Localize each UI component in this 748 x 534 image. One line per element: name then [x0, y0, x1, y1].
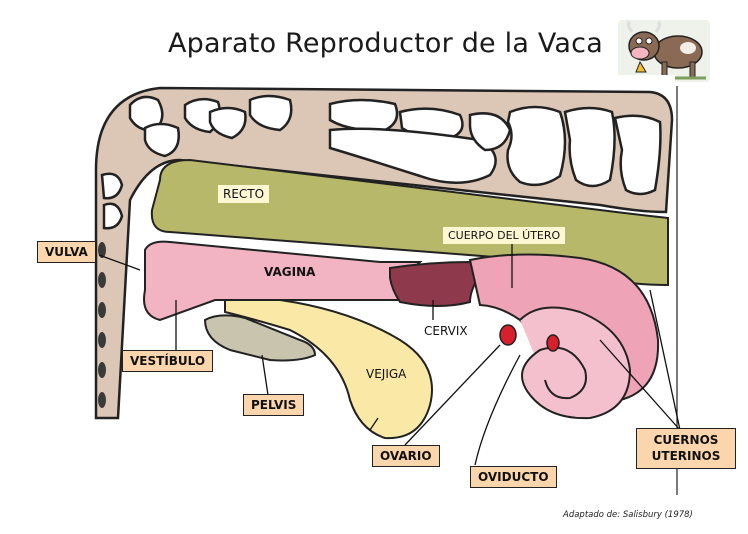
- uterine-horns: [519, 306, 632, 420]
- cervix: [389, 260, 482, 307]
- label-recto: RECTO: [218, 185, 270, 203]
- label-cuerpo-utero: CUERPO DEL ÚTERO: [443, 227, 566, 244]
- label-vagina: VAGINA: [264, 265, 316, 279]
- page-title: Aparato Reproductor de la Vaca: [168, 28, 603, 59]
- label-ovario: OVARIO: [372, 445, 440, 467]
- label-cervix: CERVIX: [424, 324, 468, 338]
- label-vestibulo: VESTÍBULO: [122, 350, 214, 372]
- ovary: [499, 324, 517, 346]
- pelvis: [203, 314, 317, 362]
- label-pelvis: PELVIS: [243, 394, 305, 416]
- bladder: [224, 299, 433, 440]
- credit-note: Adaptado de: Salisbury (1978): [563, 510, 693, 520]
- leader-lines: [98, 244, 681, 466]
- tail-bones: [98, 242, 106, 408]
- label-vulva: VULVA: [37, 241, 96, 263]
- label-oviducto: OVIDUCTO: [470, 466, 557, 488]
- label-vejiga: VEJIGA: [366, 367, 407, 381]
- label-cuernos-uterinos: CUERNOS UTERINOS: [636, 428, 736, 470]
- ovary-2: [546, 334, 560, 352]
- vertebrae: [100, 94, 662, 230]
